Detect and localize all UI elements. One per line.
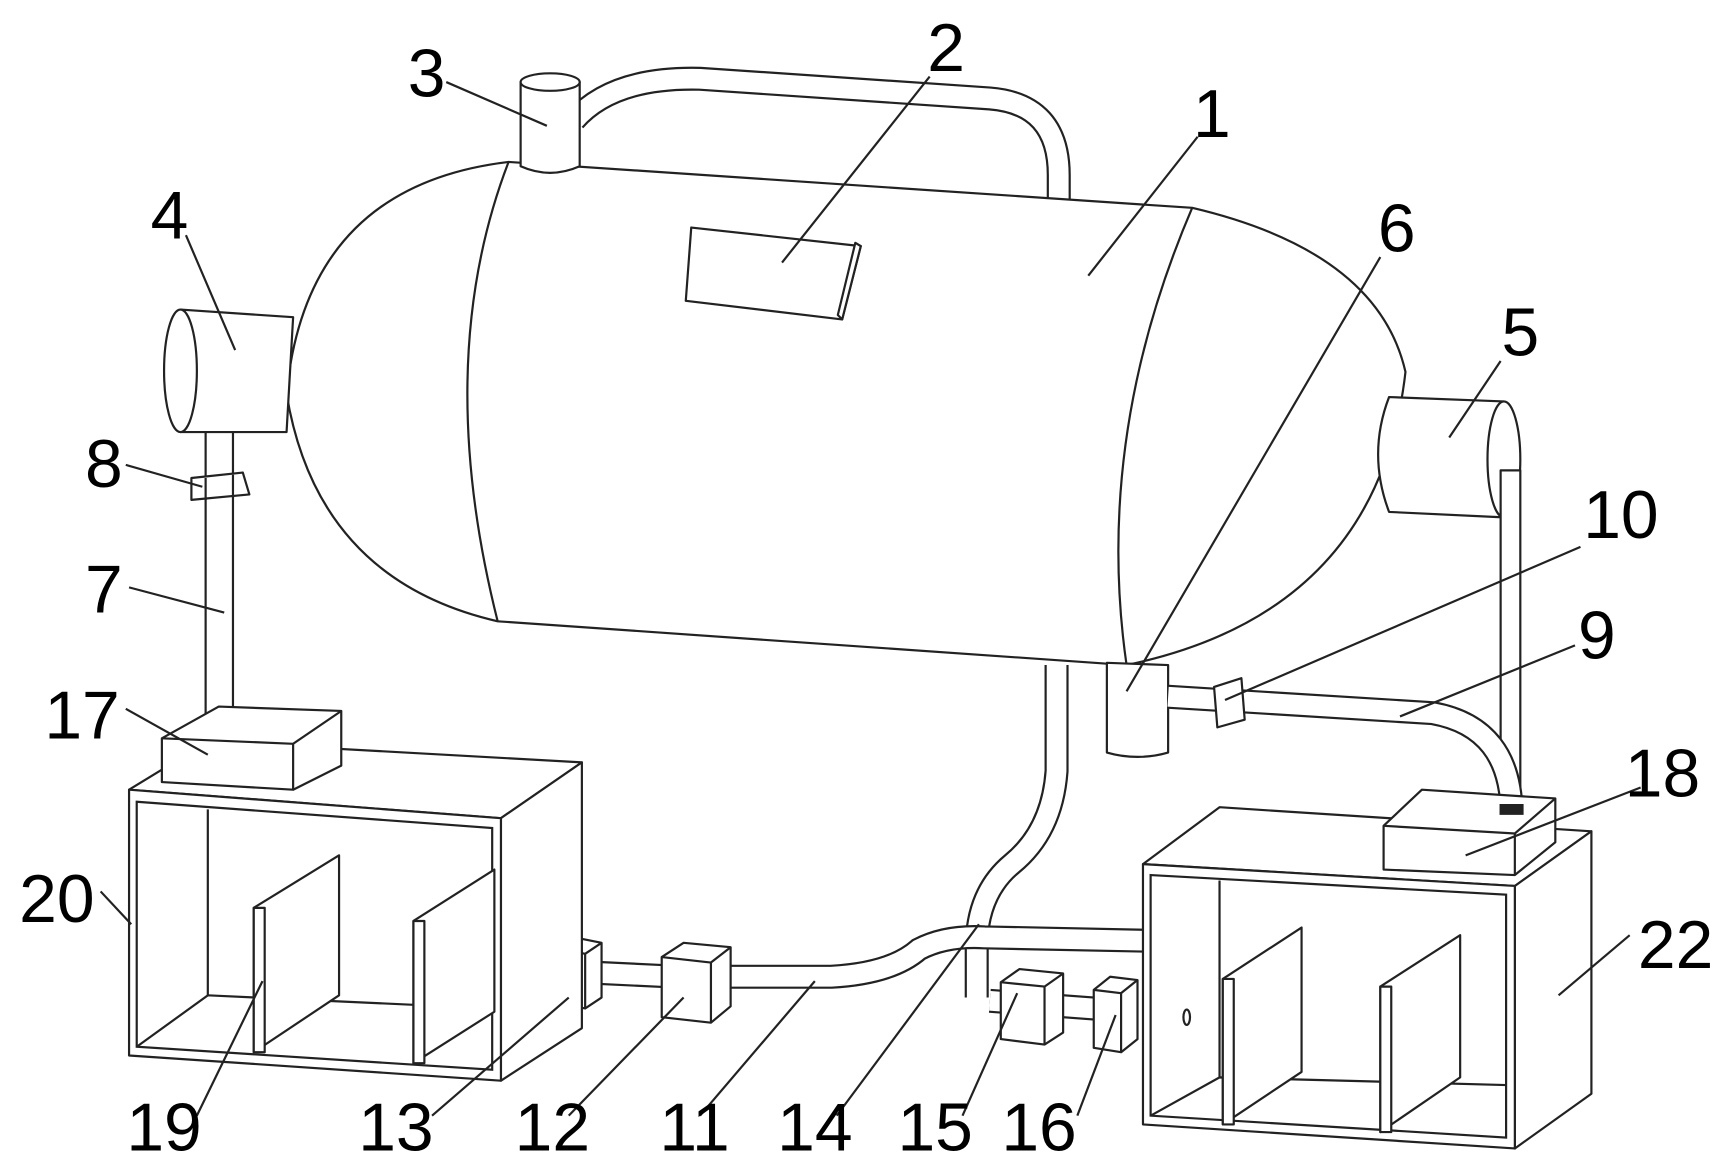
label-7: 7 bbox=[85, 553, 123, 628]
label-11: 11 bbox=[659, 1091, 729, 1166]
label-13: 13 bbox=[358, 1091, 433, 1166]
label-10: 10 bbox=[1583, 478, 1658, 553]
label-2: 2 bbox=[927, 11, 965, 86]
label-8: 8 bbox=[85, 427, 123, 502]
box-18 bbox=[1384, 790, 1556, 875]
label-4: 4 bbox=[151, 178, 189, 253]
inlet-pipe-3 bbox=[521, 73, 580, 173]
label-18: 18 bbox=[1625, 736, 1700, 811]
label-5: 5 bbox=[1501, 296, 1539, 371]
nozzle-5 bbox=[1378, 397, 1520, 517]
valve-16 bbox=[1094, 977, 1138, 1052]
label-20: 20 bbox=[19, 862, 94, 937]
label-16: 16 bbox=[1001, 1091, 1076, 1166]
valve-10 bbox=[1214, 678, 1245, 727]
label-14: 14 bbox=[777, 1091, 852, 1166]
label-17: 17 bbox=[44, 678, 119, 753]
pipe-7 bbox=[191, 432, 249, 722]
tank-1 bbox=[287, 162, 1406, 665]
pipe-11 bbox=[541, 937, 1143, 977]
label-6: 6 bbox=[1378, 192, 1416, 267]
nozzle-4 bbox=[164, 310, 293, 433]
label-22: 22 bbox=[1638, 908, 1713, 983]
label-9: 9 bbox=[1578, 598, 1616, 673]
label-15: 15 bbox=[897, 1091, 972, 1166]
label-12: 12 bbox=[515, 1091, 590, 1166]
tank-20 bbox=[129, 742, 582, 1081]
outlet-pipe-6 bbox=[1107, 663, 1168, 757]
box-17 bbox=[162, 707, 341, 790]
label-3: 3 bbox=[408, 36, 446, 111]
label-1: 1 bbox=[1193, 77, 1231, 152]
label-19: 19 bbox=[126, 1091, 201, 1166]
